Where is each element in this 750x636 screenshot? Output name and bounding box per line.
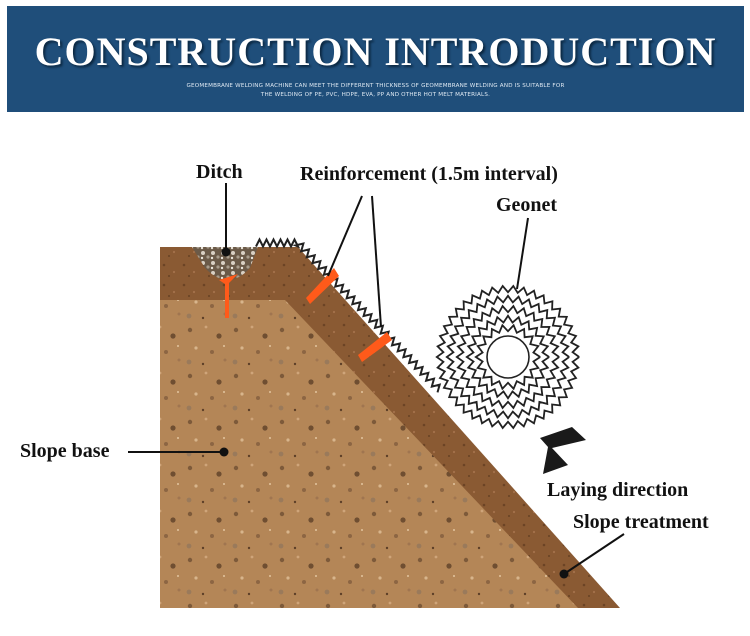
geonet-roll-ring <box>465 314 550 400</box>
label-laying-direction: Laying direction <box>547 479 689 501</box>
ditch-leader-dot <box>221 247 231 257</box>
reinforcement-anchor-1 <box>306 268 339 304</box>
header-banner: CONSTRUCTION INTRODUCTION GEOMEMBRANE WE… <box>7 6 744 112</box>
geonet-roll-ring <box>474 323 541 391</box>
slope-base-soil <box>160 300 578 608</box>
label-slope-base: Slope base <box>20 440 110 462</box>
ditch <box>192 247 258 280</box>
geonet-roll-ring <box>455 304 560 410</box>
geonet-roll-ring <box>435 284 580 430</box>
subtitle-line-2: THE WELDING OF PE, PVC, HDPE, EVA, PP AN… <box>260 92 491 98</box>
label-slope-treatment: Slope treatment <box>573 511 709 533</box>
reinforcement-leader-2 <box>371 195 382 328</box>
ditch-anchor <box>219 274 238 318</box>
slope-treatment-leader <box>563 533 625 575</box>
subtitle-line-1: GEOMEMBRANE WELDING MACHINE CAN MEET THE… <box>186 83 565 89</box>
laid-geonet <box>255 237 442 393</box>
slope-treatment-leader-dot <box>559 569 569 579</box>
page-subtitle: GEOMEMBRANE WELDING MACHINE CAN MEET THE… <box>7 82 744 100</box>
laying-direction-arrow <box>540 427 586 474</box>
reinforcement-anchor-2 <box>358 332 392 362</box>
geonet-roll-ring <box>445 294 570 420</box>
geonet-roll-core <box>486 335 530 379</box>
label-reinforcement: Reinforcement (1.5m interval) <box>300 163 558 185</box>
geonet-leader <box>516 217 529 290</box>
label-geonet: Geonet <box>496 194 558 216</box>
geonet-roll <box>435 284 580 430</box>
reinforcement-leader-1 <box>327 195 363 277</box>
label-ditch: Ditch <box>196 161 243 183</box>
page-title: CONSTRUCTION INTRODUCTION <box>34 29 717 74</box>
slope-base-leader-dot <box>219 447 229 457</box>
